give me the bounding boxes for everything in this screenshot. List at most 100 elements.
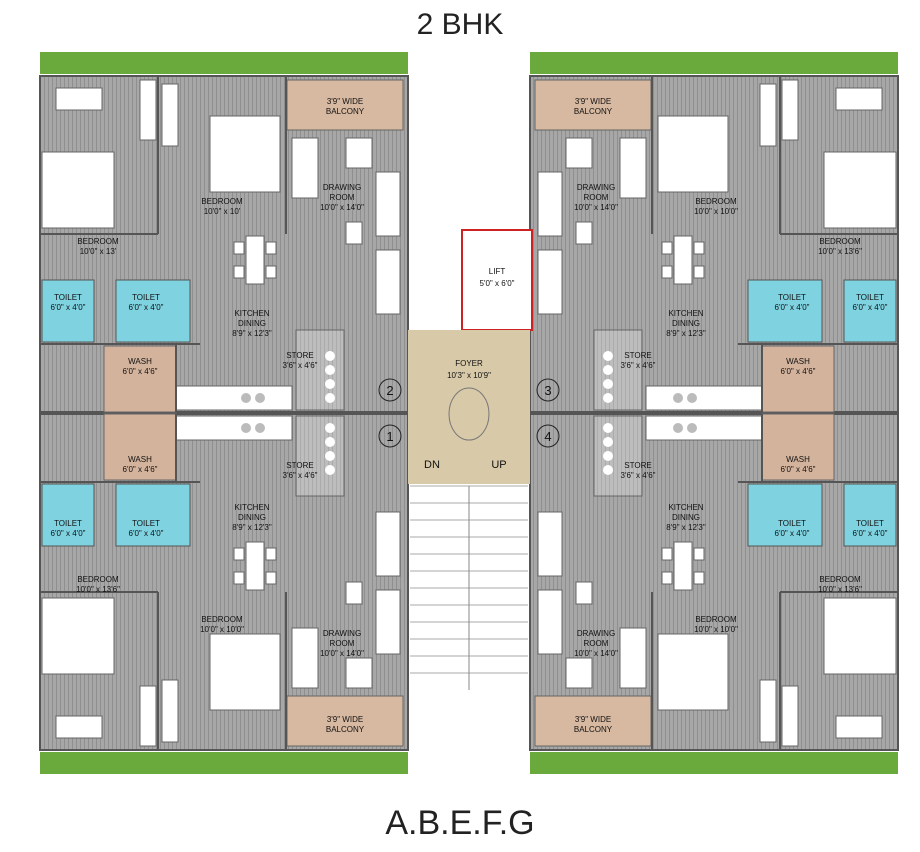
hob bbox=[673, 423, 683, 433]
armchair bbox=[345, 137, 373, 169]
kitchen-label: DINING bbox=[672, 319, 700, 328]
bedroom-label: 10'0" x 10' bbox=[204, 207, 241, 216]
tv-unit bbox=[537, 249, 563, 315]
hob bbox=[241, 393, 251, 403]
toilet_a-label: TOILET bbox=[54, 519, 82, 528]
dining-chair bbox=[661, 241, 673, 255]
kitchen-label: 8'9" x 12'3" bbox=[666, 329, 706, 338]
store-jar bbox=[603, 465, 613, 475]
kitchen-counter bbox=[175, 385, 293, 411]
dining-chair bbox=[265, 571, 277, 585]
wash-label: WASH bbox=[786, 357, 810, 366]
wardrobe-2 bbox=[161, 679, 179, 743]
balcony-label: BALCONY bbox=[574, 107, 613, 116]
pillow bbox=[835, 87, 883, 111]
stair-up-label: UP bbox=[491, 459, 506, 471]
store-jar bbox=[603, 423, 613, 433]
drawing-label: DRAWING bbox=[577, 629, 615, 638]
store-jar bbox=[603, 451, 613, 461]
store-jar bbox=[603, 365, 613, 375]
toilet-b bbox=[747, 279, 823, 343]
dining-table bbox=[673, 235, 693, 285]
toilet_b-label: TOILET bbox=[132, 519, 160, 528]
lift-label: LIFT bbox=[489, 267, 506, 276]
store-room bbox=[593, 415, 643, 497]
store-label: STORE bbox=[624, 351, 651, 360]
bed-second bbox=[657, 115, 729, 193]
unit-number: 2 bbox=[386, 383, 393, 398]
wardrobe bbox=[781, 79, 799, 141]
balcony-label: 3'9" WIDE bbox=[327, 715, 363, 724]
store-room bbox=[295, 329, 345, 411]
store-jar bbox=[603, 379, 613, 389]
tv-unit bbox=[537, 511, 563, 577]
balcony bbox=[286, 79, 404, 131]
toilet_a-label: TOILET bbox=[856, 519, 884, 528]
bedroom_master-label: BEDROOM bbox=[77, 237, 119, 246]
balcony-label: 3'9" WIDE bbox=[327, 97, 363, 106]
store-jar bbox=[603, 437, 613, 447]
bedroom-label: BEDROOM bbox=[695, 197, 737, 206]
armchair bbox=[565, 137, 593, 169]
wash-label: 6'0" x 4'6" bbox=[123, 367, 158, 376]
drawing-label: 10'0" x 14'0" bbox=[320, 649, 364, 658]
dining-chair bbox=[265, 241, 277, 255]
drawing-label: ROOM bbox=[330, 193, 355, 202]
tv-unit bbox=[375, 249, 401, 315]
unit-number-badge bbox=[536, 424, 560, 448]
bed-second bbox=[209, 115, 281, 193]
garden-strip bbox=[530, 52, 898, 74]
bedroom_master-label: BEDROOM bbox=[819, 237, 861, 246]
store-room bbox=[593, 329, 643, 411]
wardrobe-2 bbox=[759, 83, 777, 147]
balcony bbox=[286, 695, 404, 747]
foyer-label: FOYER bbox=[455, 359, 483, 368]
balcony-label: 3'9" WIDE bbox=[575, 97, 611, 106]
tv-unit bbox=[375, 511, 401, 577]
kitchen-label: KITCHEN bbox=[668, 503, 703, 512]
bedroom-label: 10'0" x 10'0" bbox=[694, 207, 738, 216]
toilet_b-label: TOILET bbox=[778, 293, 806, 302]
wardrobe-2 bbox=[161, 83, 179, 147]
hob bbox=[255, 423, 265, 433]
side-cabinet bbox=[537, 589, 563, 655]
store-jar bbox=[325, 393, 335, 403]
store-jar bbox=[325, 423, 335, 433]
foyer-feature bbox=[448, 387, 490, 441]
sofa bbox=[291, 627, 319, 689]
foyer-size: 10'3" x 10'9" bbox=[447, 371, 491, 380]
toilet-b bbox=[115, 483, 191, 547]
store-room bbox=[295, 415, 345, 497]
wardrobe-2 bbox=[759, 679, 777, 743]
wash-area bbox=[103, 413, 177, 481]
unit-mirror bbox=[529, 413, 899, 774]
toilet_a-label: 6'0" x 4'0" bbox=[853, 303, 888, 312]
kitchen-counter bbox=[645, 415, 763, 441]
drawing-label: DRAWING bbox=[323, 183, 361, 192]
stair-down-label: DN bbox=[424, 459, 440, 471]
store-jar bbox=[325, 465, 335, 475]
unit-mirror bbox=[39, 413, 409, 774]
toilet_a-label: 6'0" x 4'0" bbox=[51, 529, 86, 538]
toilet_b-label: TOILET bbox=[778, 519, 806, 528]
dining-chair bbox=[233, 265, 245, 279]
kitchen-label: 8'9" x 12'3" bbox=[666, 523, 706, 532]
dining-chair bbox=[693, 241, 705, 255]
side-cabinet bbox=[375, 589, 401, 655]
unit-number: 1 bbox=[386, 429, 393, 444]
dining-chair bbox=[661, 571, 673, 585]
chair bbox=[345, 221, 363, 245]
dining-chair bbox=[265, 265, 277, 279]
toilet_b-label: 6'0" x 4'0" bbox=[775, 529, 810, 538]
toilet_a-label: TOILET bbox=[856, 293, 884, 302]
side-cabinet bbox=[537, 171, 563, 237]
dining-table bbox=[245, 541, 265, 591]
bedroom_master-label: BEDROOM bbox=[77, 575, 119, 584]
hob bbox=[673, 393, 683, 403]
bed-master bbox=[41, 597, 115, 675]
toilet-a bbox=[843, 483, 897, 547]
unit-template bbox=[39, 52, 409, 413]
drawing-label: 10'0" x 14'0" bbox=[320, 203, 364, 212]
staircase bbox=[410, 485, 528, 690]
bed-second bbox=[209, 633, 281, 711]
